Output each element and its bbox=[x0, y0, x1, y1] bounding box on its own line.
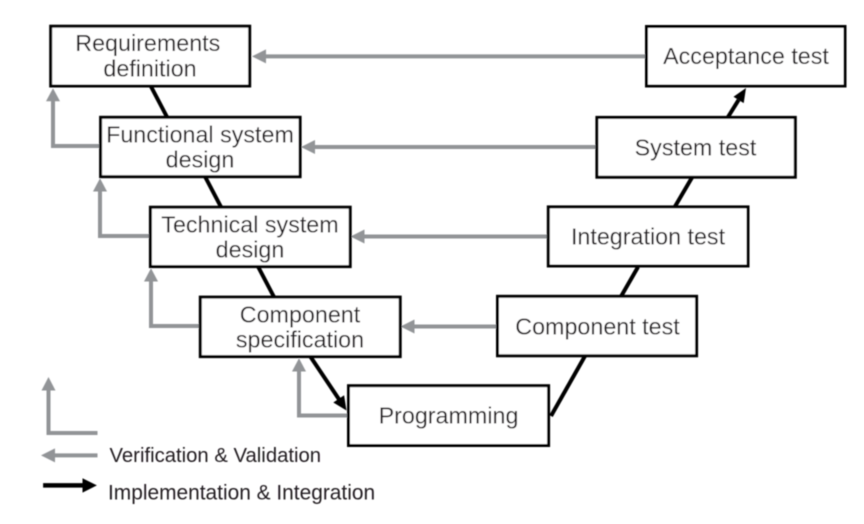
svg-text:specification: specification bbox=[236, 327, 364, 353]
svg-text:Implementation & Integration: Implementation & Integration bbox=[108, 481, 375, 504]
svg-text:definition: definition bbox=[103, 55, 196, 81]
svg-text:Programming: Programming bbox=[379, 402, 519, 428]
svg-text:Component: Component bbox=[240, 302, 361, 328]
svg-text:Technical system: Technical system bbox=[161, 212, 338, 238]
svg-text:Component test: Component test bbox=[515, 314, 680, 340]
svg-text:design: design bbox=[216, 237, 285, 263]
svg-text:System test: System test bbox=[635, 135, 757, 161]
svg-text:Integration test: Integration test bbox=[571, 224, 726, 250]
svg-text:Acceptance test: Acceptance test bbox=[663, 43, 829, 69]
svg-text:Functional system: Functional system bbox=[106, 121, 294, 147]
svg-text:Requirements: Requirements bbox=[75, 30, 220, 56]
svg-text:design: design bbox=[166, 146, 235, 172]
svg-text:Verification & Validation: Verification & Validation bbox=[110, 445, 322, 467]
